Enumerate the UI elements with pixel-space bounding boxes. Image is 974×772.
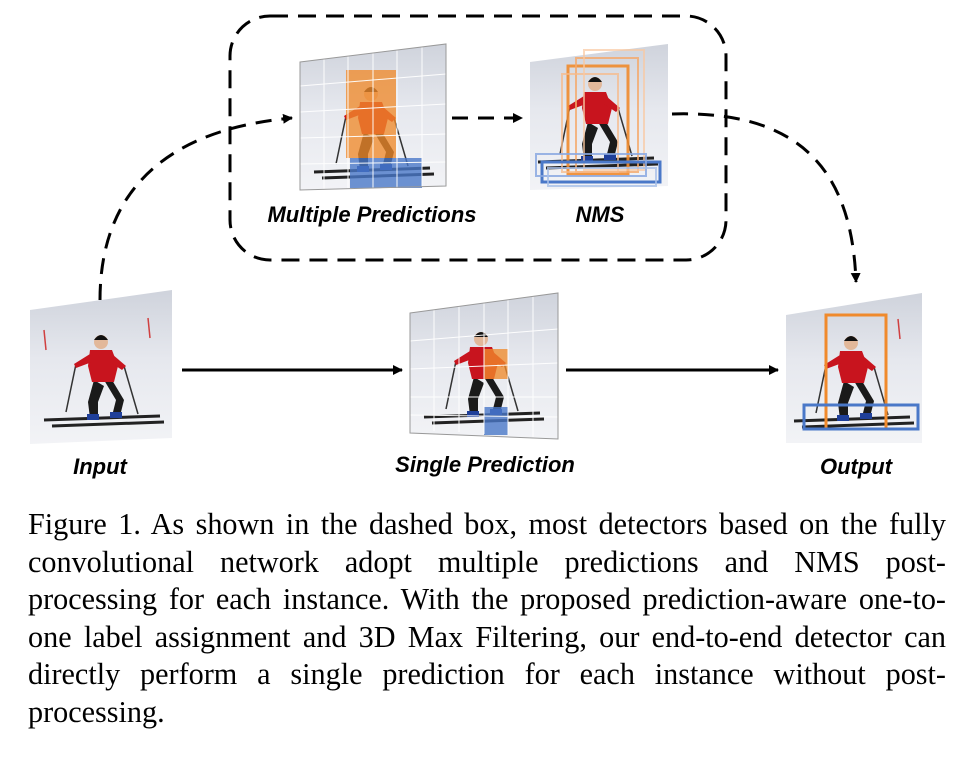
dashed-arrow-nms-to-output (671, 112, 861, 283)
nms-blue-boxes (535, 153, 662, 187)
multi-pred-grid (299, 47, 447, 190)
nms-image (530, 44, 668, 190)
multiple-predictions-label: Multiple Predictions (267, 202, 476, 227)
output-image (786, 293, 922, 443)
dashed-arrow-input-to-multi (98, 113, 293, 301)
output-label: Output (820, 454, 894, 479)
output-blue-box (802, 403, 920, 431)
nms-orange-boxes (561, 49, 645, 176)
single-prediction-label: Single Prediction (395, 452, 575, 477)
diagram-canvas: Input Single Prediction Multiple Pre (30, 14, 922, 479)
single-pred-grid (409, 296, 559, 437)
single-prediction-image (409, 292, 559, 440)
dashed-group-box (228, 14, 728, 262)
single-pred-blue-cell (484, 407, 508, 435)
multi-pred-orange-region (346, 70, 396, 158)
single-pred-orange-cell (484, 349, 508, 379)
input-label: Input (73, 454, 128, 479)
nms-label: NMS (576, 202, 625, 227)
input-image (30, 290, 172, 444)
multiple-predictions-image (299, 43, 447, 191)
figure-caption: Figure 1. As shown in the dashed box, mo… (28, 507, 946, 729)
